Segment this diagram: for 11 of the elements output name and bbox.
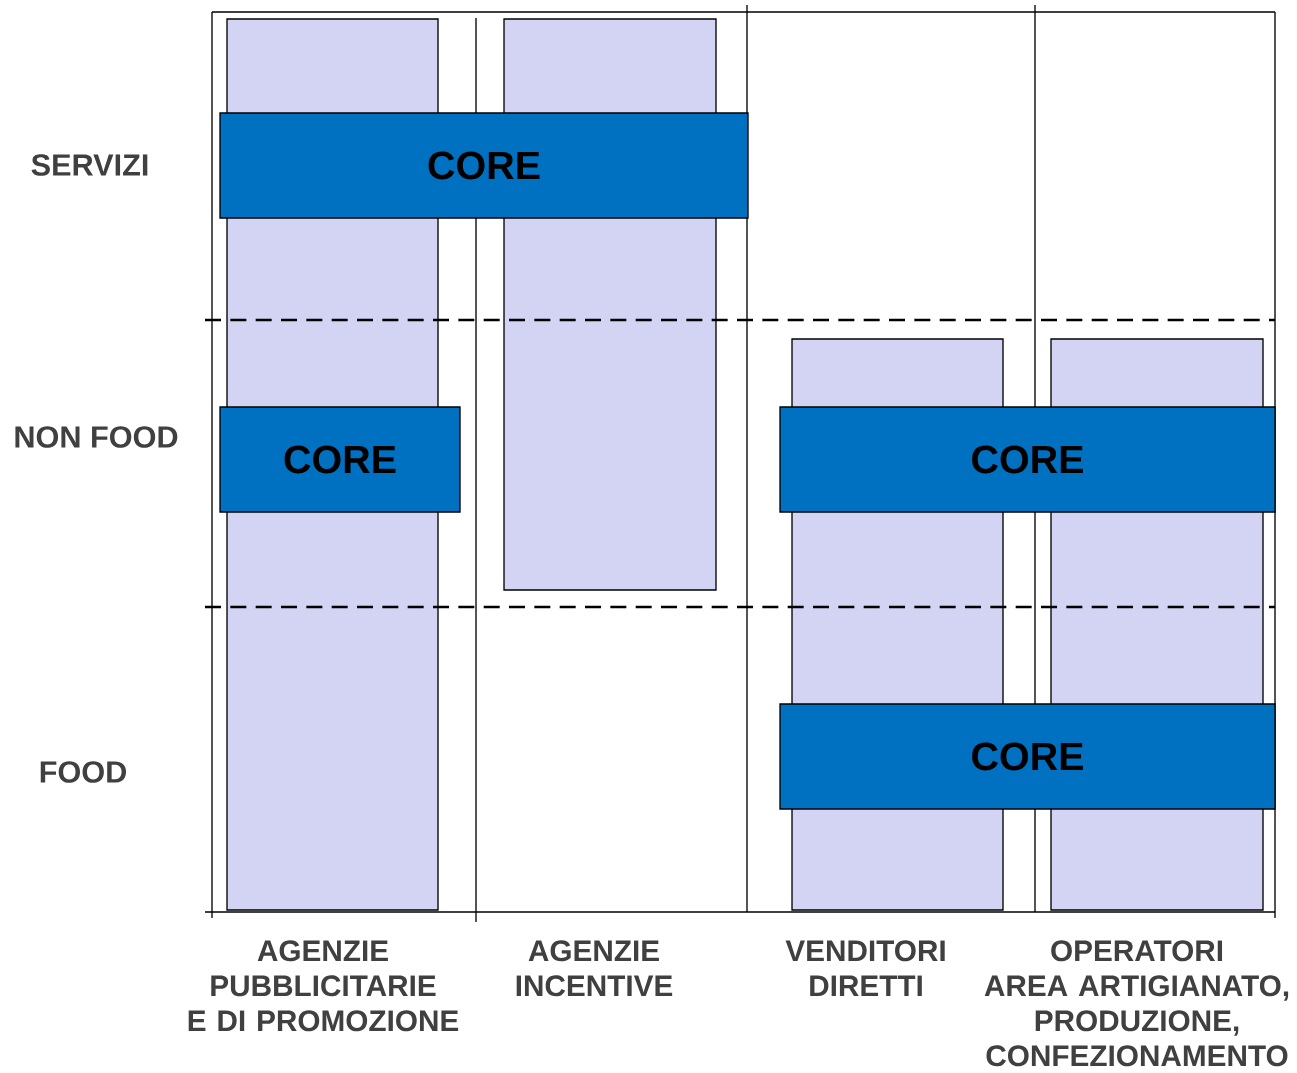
core-box: CORE — [219, 406, 461, 513]
column-label: VENDITORI DIRETTI — [785, 940, 945, 997]
row-label: SERVIZI — [31, 154, 148, 176]
column-label: AGENZIE PUBBLICITARIE E DI PROMOZIONE — [188, 940, 459, 1032]
column-label: AGENZIE INCENTIVE — [516, 940, 673, 997]
core-box: CORE — [219, 112, 749, 219]
row-label: NON FOOD — [15, 426, 178, 448]
core-box: CORE — [779, 406, 1276, 513]
core-box: CORE — [779, 703, 1276, 810]
column-label: OPERATORI AREA ARTIGIANATO, PRODUZIONE, CONFEZIONAMENTO — [984, 940, 1289, 1067]
row-label: FOOD — [40, 761, 127, 783]
